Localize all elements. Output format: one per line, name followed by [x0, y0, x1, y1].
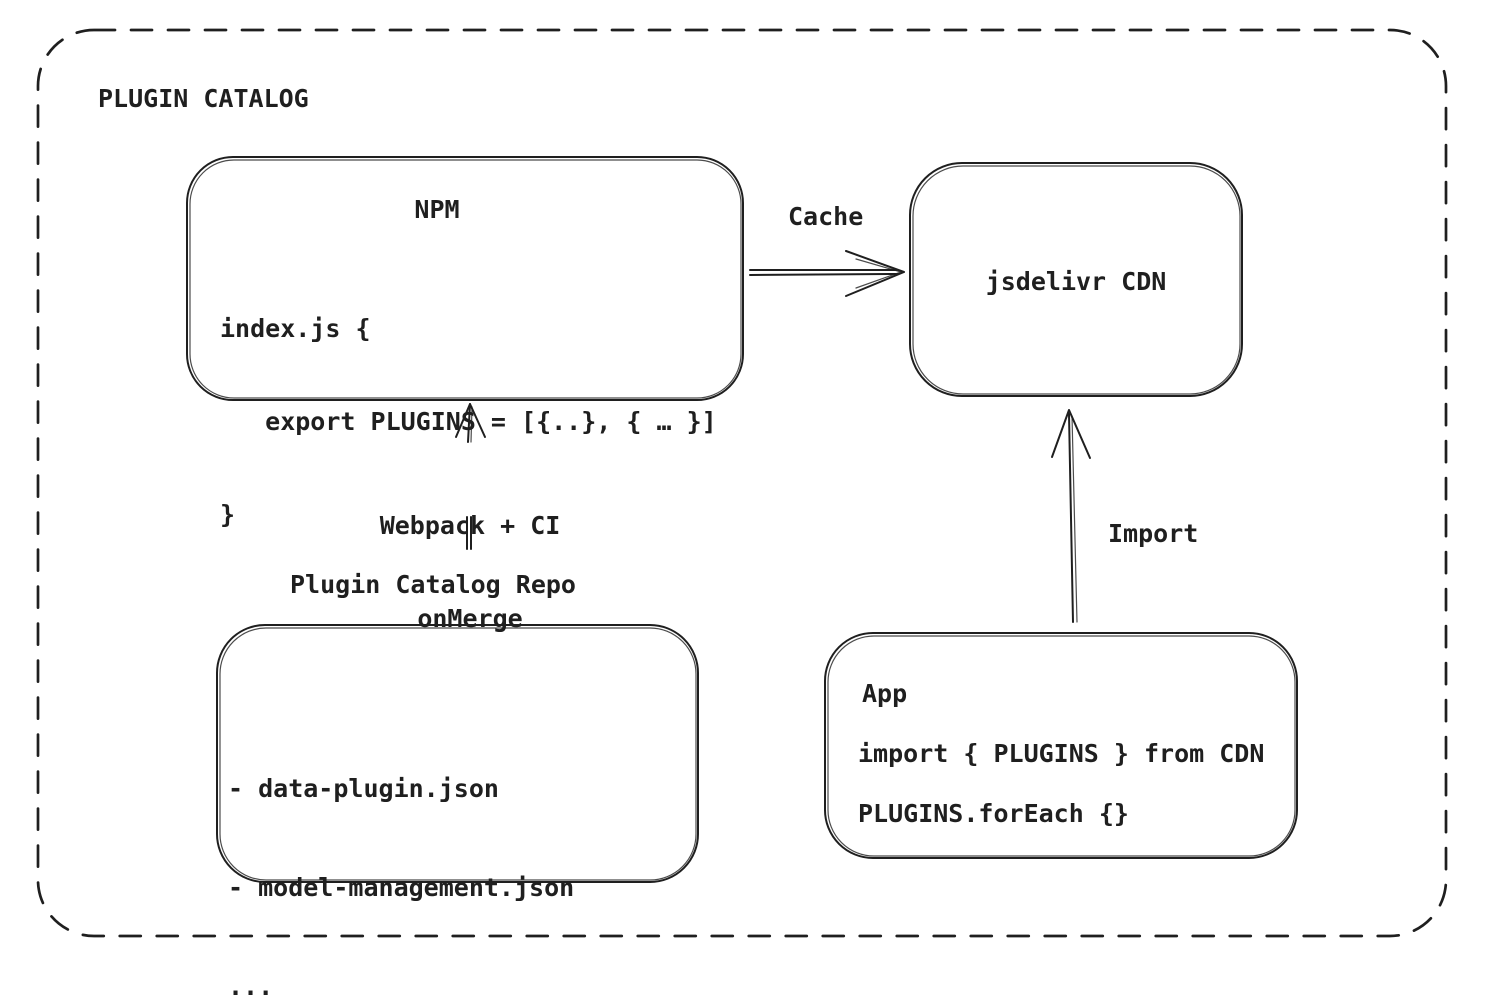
app-code-line: import { PLUGINS } from CDN	[858, 739, 1265, 768]
webpack-arrow-label: Webpack + CI onMerge	[320, 448, 620, 696]
repo-file-item: - data-plugin.json	[228, 774, 499, 803]
diagram-title: PLUGIN CATALOG	[98, 84, 309, 113]
cache-arrow-label: Cache	[788, 202, 864, 231]
app-box-title: App	[862, 679, 908, 708]
import-arrow-label: Import	[1108, 519, 1199, 548]
webpack-arrow-label-line: onMerge	[417, 604, 523, 633]
npm-box	[186, 156, 744, 401]
repo-box	[216, 624, 699, 883]
app-code-line: PLUGINS.forEach {}	[858, 799, 1129, 828]
webpack-arrow-label-line: Webpack + CI	[379, 511, 561, 540]
app-box	[824, 632, 1298, 859]
npm-code-line: export PLUGINS = [{..}, { … }]	[220, 407, 717, 436]
arrow-repo-to-npm	[455, 403, 486, 550]
catalog-frame-border	[36, 28, 1448, 938]
arrow-npm-to-cdn	[749, 250, 905, 297]
repo-file-list: - data-plugin.json - model-management.js…	[228, 706, 574, 1002]
cdn-box-label: jsdelivr CDN	[985, 267, 1167, 296]
npm-code-line: index.js {	[220, 314, 371, 343]
npm-code-block: index.js { export PLUGINS = [{..}, { … }…	[220, 251, 717, 592]
repo-file-item: - model-management.json	[228, 873, 575, 902]
npm-code-line: }	[220, 500, 236, 529]
repo-file-item: ...	[228, 972, 274, 1001]
npm-box-title: NPM	[414, 195, 460, 224]
repo-box-caption: Plugin Catalog Repo	[290, 570, 576, 599]
cdn-box	[909, 162, 1243, 397]
arrow-app-to-cdn	[1051, 409, 1091, 623]
